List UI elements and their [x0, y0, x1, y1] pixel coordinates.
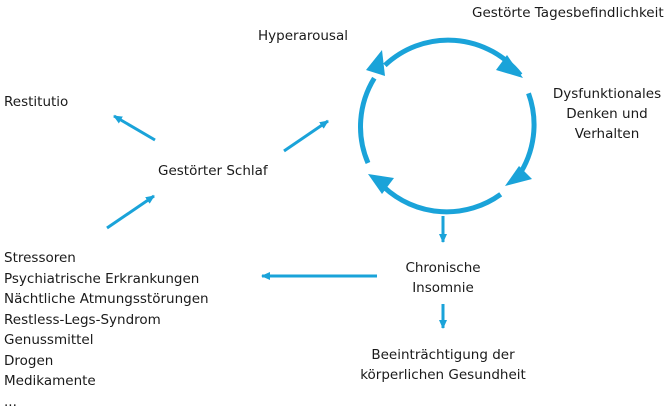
cause-item: Medikamente [4, 371, 209, 392]
label-gestorte-tagesbefindlichkeit: Gestörte Tagesbefindlichkeit [472, 3, 664, 23]
cycle-arrowhead-left [366, 50, 385, 76]
cycle-arc-bottom [384, 187, 501, 212]
label-gestorter-schlaf: Gestörter Schlaf [158, 161, 268, 181]
cause-item: Nächtliche Atmungsstörungen [4, 289, 209, 310]
causes-list: Stressoren Psychiatrische Erkrankungen N… [4, 248, 209, 412]
cause-item: Genussmittel [4, 330, 209, 351]
label-dysfunktionales-denken: Dysfunktionales Denken und Verhalten [548, 84, 666, 144]
label-chronische-insomnie: Chronische Insomnie [383, 258, 503, 298]
cause-item: Stressoren [4, 248, 209, 269]
cause-item: Psychiatrische Erkrankungen [4, 269, 209, 290]
arrow-causes-to-schlaf [107, 196, 154, 228]
label-restitutio: Restitutio [4, 92, 68, 112]
cycle-arc-left [361, 78, 375, 163]
cause-item: Drogen [4, 351, 209, 372]
label-hyperarousal: Hyperarousal [258, 26, 348, 46]
cycle-arrowhead-right [505, 166, 532, 186]
arrow-schlaf-to-restitutio [114, 116, 155, 140]
cause-item: Restless-Legs-Syndrom [4, 310, 209, 331]
label-beeintraechtigung-gesundheit: Beeinträchtigung der körperlichen Gesund… [336, 345, 550, 385]
arrow-schlaf-to-hyperarousal [284, 121, 328, 151]
cycle-arc-right [518, 93, 534, 177]
cause-item: ... [4, 392, 209, 412]
